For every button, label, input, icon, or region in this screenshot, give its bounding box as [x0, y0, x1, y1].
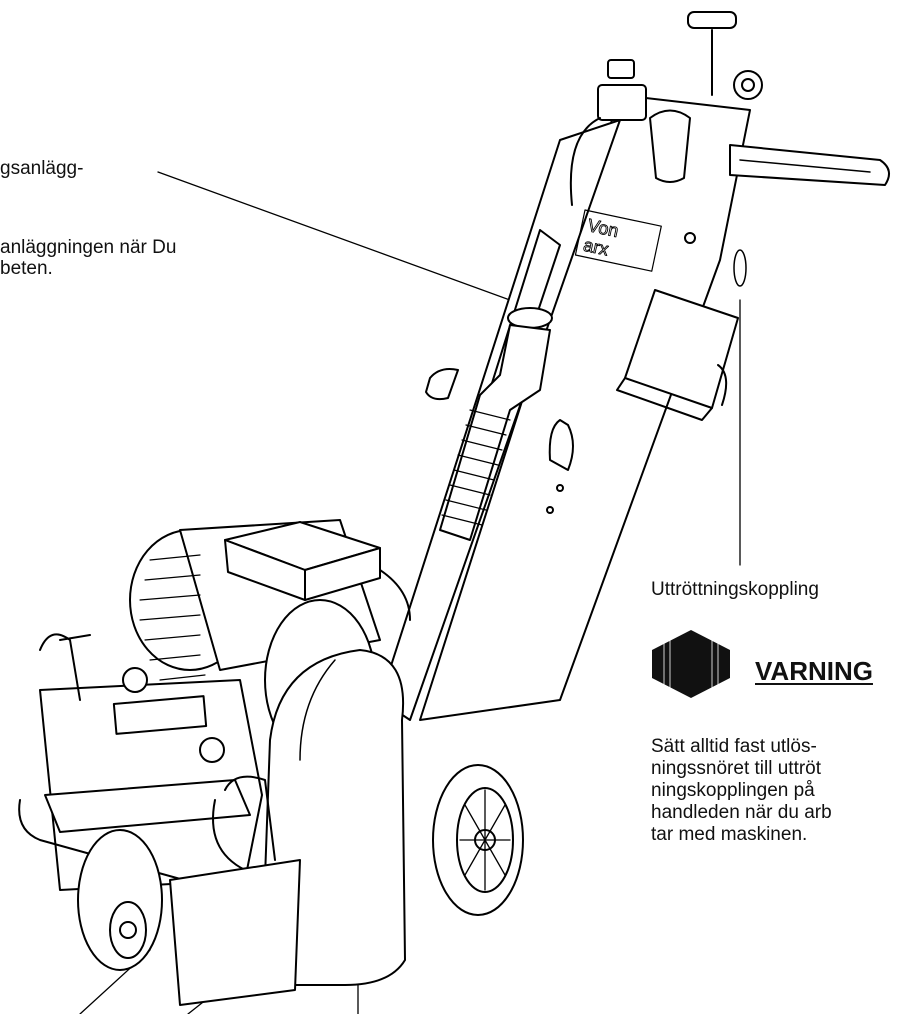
warning-line-1: Sätt alltid fast utlös- [651, 736, 817, 757]
warning-line-4: handleden när du arb [651, 802, 832, 823]
warning-line-5: tar med maskinen. [651, 824, 808, 845]
warning-hexagon-icon [652, 630, 730, 698]
dust-label-line3: beten. [0, 258, 53, 279]
warning-title: VARNING [755, 656, 873, 686]
warning-line-3: ningskopplingen på [651, 780, 815, 801]
cutoff-switch-label: Uttröttningskoppling [651, 579, 819, 600]
dust-label-line1: gsanlägg- [0, 158, 84, 179]
warning-line-2: ningssnöret till uttröt [651, 758, 822, 779]
dust-label-line2: anläggningen när Du [0, 237, 177, 258]
